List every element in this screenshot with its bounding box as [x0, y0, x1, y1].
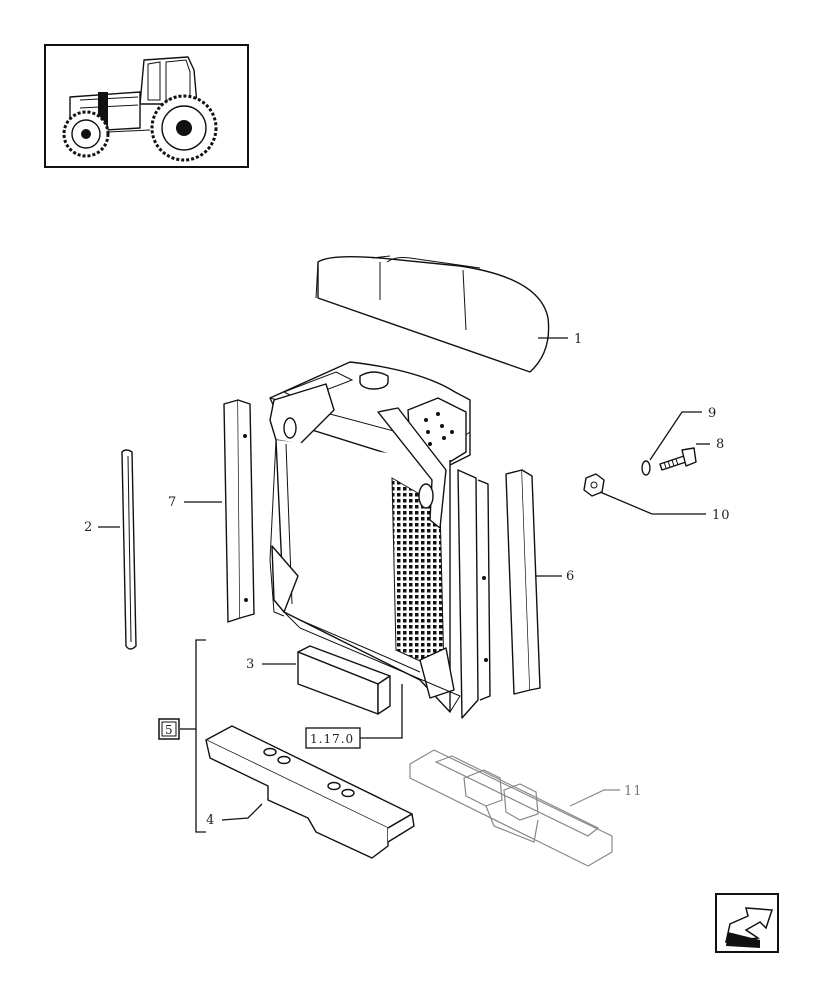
- label-1: 1: [574, 332, 583, 347]
- label-10: 10: [712, 508, 731, 523]
- part-4-lower-mount: [205, 725, 415, 859]
- label-5: 5: [165, 723, 174, 737]
- label-4: 4: [206, 813, 215, 828]
- label-2: 2: [84, 520, 93, 535]
- label-11: 11: [624, 784, 643, 799]
- label-9: 9: [708, 406, 717, 421]
- tractor-thumbnail-icon: [44, 44, 249, 168]
- label-8: 8: [716, 437, 725, 452]
- part-1-top-cover: [315, 255, 550, 373]
- label-7: 7: [168, 495, 177, 510]
- reference-label: 1.17.0: [310, 732, 354, 746]
- next-page-arrow-icon[interactable]: [715, 893, 779, 953]
- part-6-right-channel: [505, 469, 541, 695]
- part-7-left-channel: [223, 399, 255, 623]
- part-2-side-strip: [121, 449, 137, 650]
- part-3-foam-block: [297, 645, 391, 715]
- label-3: 3: [246, 657, 255, 672]
- label-6: 6: [566, 569, 575, 584]
- radiator-assembly: [269, 361, 491, 719]
- group-box: [158, 718, 180, 740]
- part-10-nut: [583, 473, 605, 497]
- part-11-support-pad: [409, 749, 613, 867]
- reference-box: [305, 727, 361, 749]
- part-8-bolt: [659, 447, 697, 471]
- part-9-washer: [641, 460, 651, 476]
